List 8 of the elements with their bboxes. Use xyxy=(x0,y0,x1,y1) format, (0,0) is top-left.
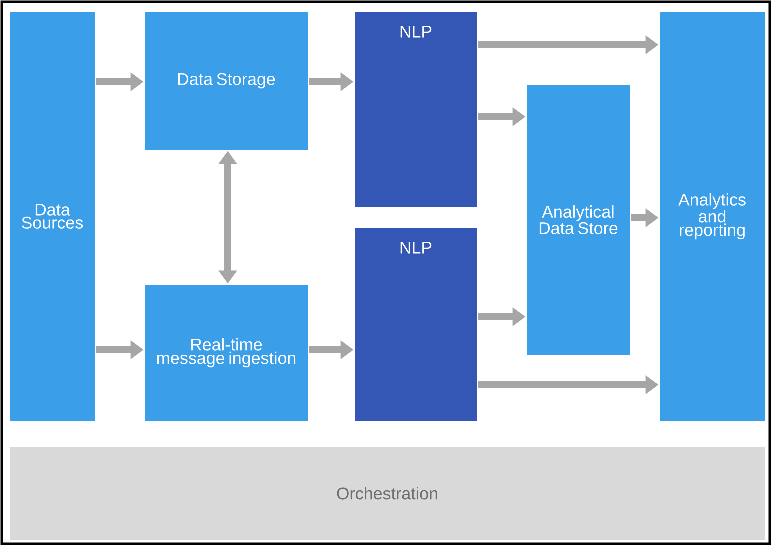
process-box: NLP xyxy=(355,228,477,421)
process-box: Data Sources xyxy=(10,12,95,421)
process-box: Real-time message ingestion xyxy=(145,285,308,421)
process-box: Analytics and reporting xyxy=(660,12,765,421)
process-box: Analytical Data Store xyxy=(527,85,630,355)
band: Orchestration xyxy=(10,447,765,540)
process-box: NLP xyxy=(355,12,477,207)
process-box: Data Storage xyxy=(145,12,308,150)
